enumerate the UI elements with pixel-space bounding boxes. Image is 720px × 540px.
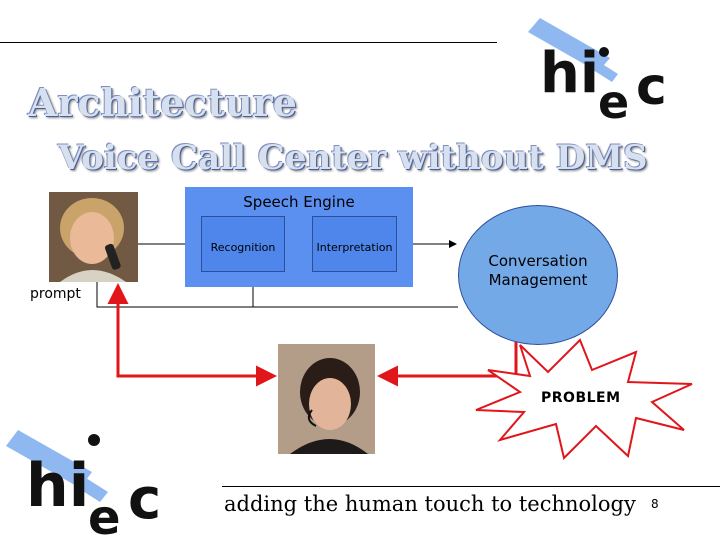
interpretation-label: Interpretation	[316, 241, 393, 254]
slide-subtitle: Voice Call Center without DMS	[58, 138, 648, 178]
footer-rule	[222, 486, 720, 487]
svg-text:c: c	[636, 57, 667, 117]
recognition-box: Recognition	[201, 216, 285, 272]
problem-burst	[475, 338, 693, 460]
hiec-logo-top: hi e c	[528, 18, 667, 129]
prompt-label: prompt	[30, 286, 81, 302]
svg-text:hi: hi	[540, 41, 599, 106]
agent-photo	[278, 344, 375, 454]
conversation-label-line2: Management	[488, 271, 588, 289]
svg-text:hi: hi	[26, 451, 89, 521]
svg-text:e: e	[88, 490, 121, 540]
conversation-management-label: Conversation Management	[458, 252, 618, 290]
page-number: 8	[651, 497, 659, 511]
svg-text:c: c	[128, 467, 161, 532]
top-rule	[0, 42, 497, 43]
problem-label: PROBLEM	[541, 390, 621, 406]
conversation-label-line1: Conversation	[488, 252, 588, 270]
footer-tagline: adding the human touch to technology	[224, 492, 636, 516]
caller-photo	[49, 192, 138, 282]
svg-text:e: e	[598, 75, 629, 129]
interpretation-box: Interpretation	[312, 216, 397, 272]
conversation-management-node	[458, 205, 618, 345]
hiec-logo-bottom: hi e c	[6, 430, 161, 540]
slide-title: Architecture	[28, 80, 297, 125]
speech-engine-label: Speech Engine	[243, 193, 355, 211]
recognition-label: Recognition	[210, 241, 276, 254]
